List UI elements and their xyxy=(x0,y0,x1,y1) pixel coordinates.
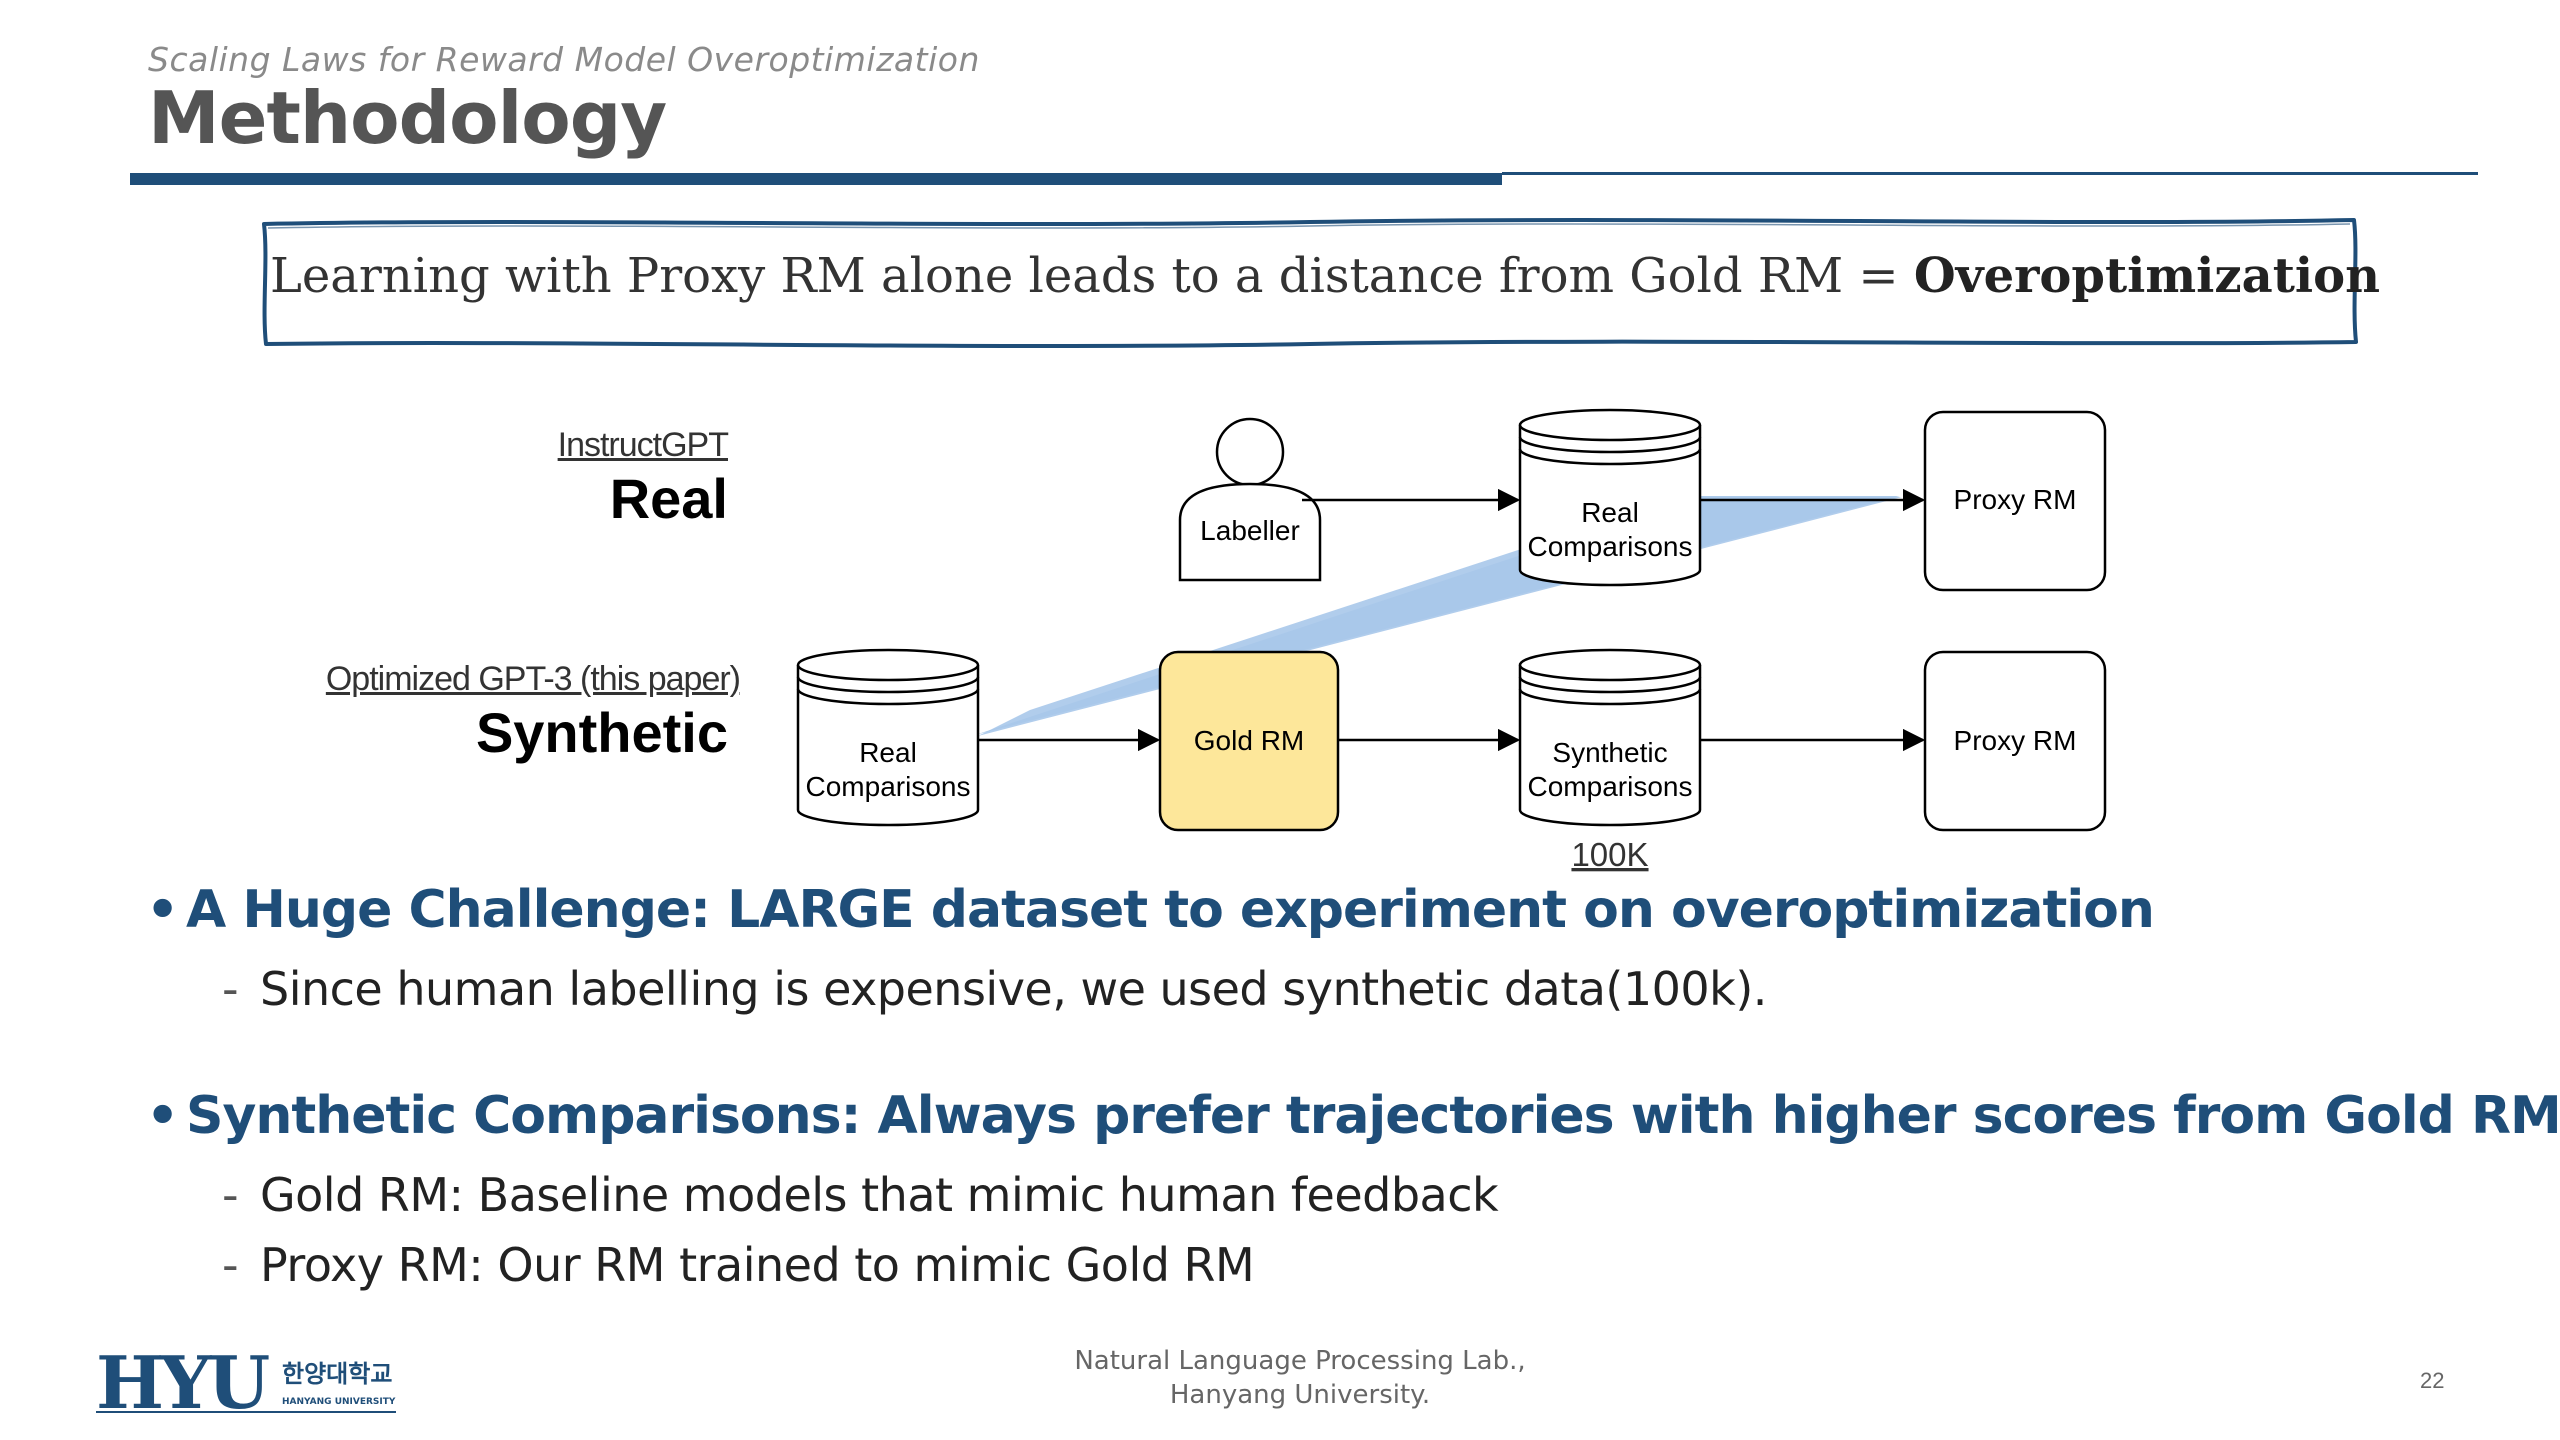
title-rule-thin xyxy=(1502,172,2478,175)
node-synthetic-comparisons-line1: Synthetic xyxy=(1552,737,1667,768)
row-caption-optimized-gpt3: Optimized GPT-3 (this paper) xyxy=(325,660,741,698)
bullet-dot: • xyxy=(146,880,179,940)
node-labeller: Labeller xyxy=(1200,515,1300,546)
labeller-icon xyxy=(1178,417,1322,582)
callout-box xyxy=(262,218,2358,348)
real-comparisons-top-cylinder xyxy=(1518,408,1702,587)
bullet-2-text: Synthetic Comparisons: Always prefer tra… xyxy=(186,1086,2560,1146)
bullet-2: •Synthetic Comparisons: Always prefer tr… xyxy=(146,1086,2560,1146)
synthetic-comparisons-cylinder xyxy=(1518,648,1702,827)
hanyang-university-logo: HYU 한양대학교 HANYANG UNIVERSITY xyxy=(96,1348,396,1418)
svg-text:HANYANG UNIVERSITY: HANYANG UNIVERSITY xyxy=(282,1397,396,1407)
real-comparisons-bottom-cylinder xyxy=(796,648,980,827)
callout-emphasis: Overoptimization xyxy=(1913,248,2381,304)
footer-lab-line1: Natural Language Processing Lab., xyxy=(1074,1346,1526,1376)
title-rule-thick xyxy=(130,173,1502,185)
page-number: 22 xyxy=(2420,1368,2445,1393)
slide-title: Methodology xyxy=(148,76,667,160)
row-label-synthetic: Synthetic xyxy=(475,701,728,764)
node-gold-rm: Gold RM xyxy=(1194,725,1304,756)
row-caption-instructgpt: InstructGPT xyxy=(557,426,729,464)
node-real-comparisons-bottom-line1: Real xyxy=(859,737,917,768)
row-label-real: Real xyxy=(609,467,728,530)
bullet-1-text: A Huge Challenge: LARGE dataset to exper… xyxy=(186,880,2155,940)
methodology-diagram: Labeller Real Comparisons Proxy RM Real … xyxy=(796,408,2107,873)
dash: - xyxy=(222,1168,239,1222)
svg-text:한양대학교: 한양대학교 xyxy=(282,1360,392,1388)
node-real-comparisons-top-line2: Comparisons xyxy=(1528,531,1693,562)
footer-lab: Natural Language Processing Lab., Hanyan… xyxy=(1050,1344,1550,1412)
svg-text:HYU: HYU xyxy=(96,1348,269,1418)
dataset-size-label: 100K xyxy=(1571,836,1648,873)
node-real-comparisons-top-line1: Real xyxy=(1581,497,1639,528)
bullet-2-sub-1-text: Gold RM: Baseline models that mimic huma… xyxy=(260,1168,1499,1222)
dash: - xyxy=(222,962,239,1016)
callout-main-text: Learning with Proxy RM alone leads to a … xyxy=(270,248,1914,304)
bullet-2-sub-2: -Proxy RM: Our RM trained to mimic Gold … xyxy=(222,1238,1255,1292)
bullet-1-sub-1: -Since human labelling is expensive, we … xyxy=(222,962,1767,1016)
slide-subtitle: Scaling Laws for Reward Model Overoptimi… xyxy=(148,40,980,79)
bullet-1: •A Huge Challenge: LARGE dataset to expe… xyxy=(146,880,2155,940)
dash: - xyxy=(222,1238,239,1292)
bullet-2-sub-2-text: Proxy RM: Our RM trained to mimic Gold R… xyxy=(260,1238,1255,1292)
bullet-2-sub-1: -Gold RM: Baseline models that mimic hum… xyxy=(222,1168,1499,1222)
bullet-dot: • xyxy=(146,1086,179,1146)
node-real-comparisons-bottom-line2: Comparisons xyxy=(806,771,971,802)
node-proxy-rm-top: Proxy RM xyxy=(1954,484,2077,515)
node-proxy-rm-bottom: Proxy RM xyxy=(1954,725,2077,756)
callout-text: Learning with Proxy RM alone leads to a … xyxy=(270,248,2380,304)
footer-lab-line2: Hanyang University. xyxy=(1169,1380,1431,1410)
bullet-1-sub-1-text: Since human labelling is expensive, we u… xyxy=(260,962,1767,1016)
node-synthetic-comparisons-line2: Comparisons xyxy=(1528,771,1693,802)
